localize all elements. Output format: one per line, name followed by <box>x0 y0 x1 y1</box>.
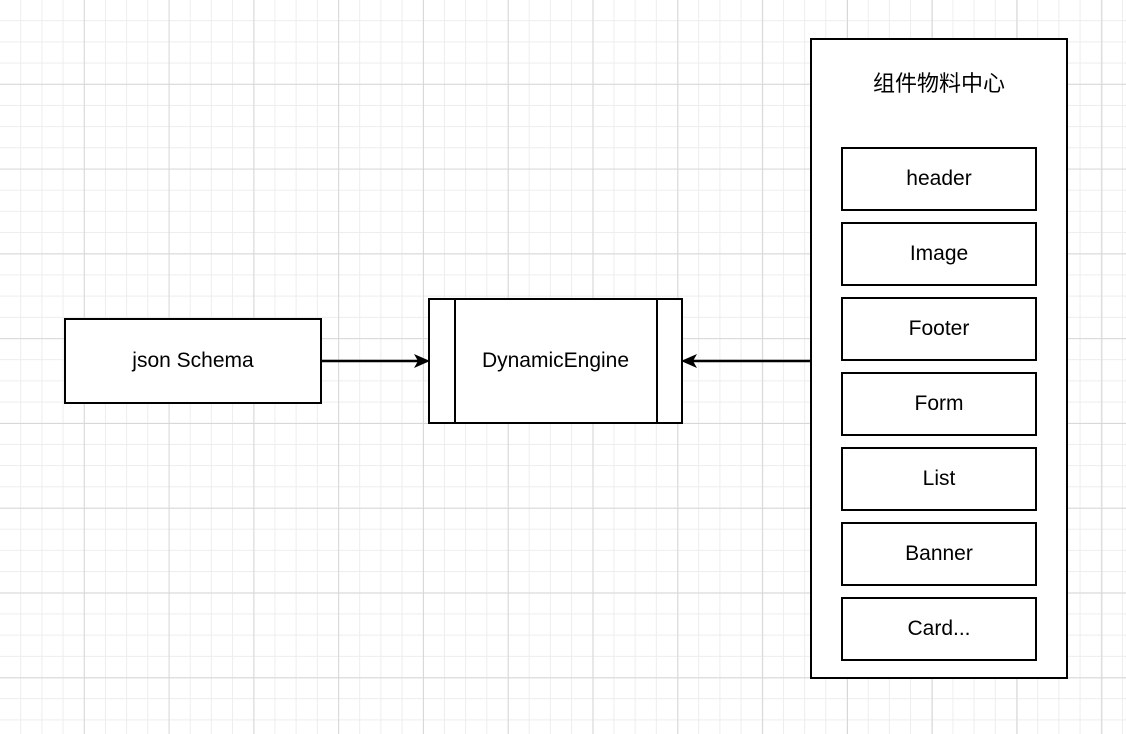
material-item-label: Banner <box>905 542 973 565</box>
material-center-title: 组件物料中心 <box>872 71 1005 96</box>
edge-material-center-to-dynamic-engine[interactable] <box>679 345 814 377</box>
arrowhead-right-icon <box>414 354 430 368</box>
material-item-label: Form <box>914 392 964 415</box>
edge-json-schema-to-dynamic-engine[interactable] <box>320 345 432 377</box>
material-item-list[interactable]: List <box>841 447 1037 511</box>
material-item-banner[interactable]: Banner <box>841 522 1037 586</box>
material-item-label: header <box>906 167 972 190</box>
process-bar-right <box>656 300 658 422</box>
process-bar-left <box>454 300 456 422</box>
node-json-schema-label: json Schema <box>132 349 254 372</box>
arrowhead-left-icon <box>681 354 697 368</box>
material-item-footer[interactable]: Footer <box>841 297 1037 361</box>
node-dynamic-engine[interactable]: DynamicEngine <box>428 298 683 424</box>
material-item-header[interactable]: header <box>841 147 1037 211</box>
material-item-image[interactable]: Image <box>841 222 1037 286</box>
material-item-label: Image <box>909 242 969 265</box>
material-item-label: List <box>922 467 956 490</box>
material-center-item-list: header Image Footer Form List Banner Car… <box>841 147 1037 661</box>
material-item-label: Footer <box>908 317 970 340</box>
material-item-card[interactable]: Card... <box>841 597 1037 661</box>
node-dynamic-engine-label: DynamicEngine <box>481 349 630 372</box>
material-item-form[interactable]: Form <box>841 372 1037 436</box>
node-material-center[interactable]: 组件物料中心 header Image Footer Form List Ban… <box>810 38 1068 679</box>
material-item-label: Card... <box>907 617 971 640</box>
node-json-schema[interactable]: json Schema <box>64 318 322 404</box>
